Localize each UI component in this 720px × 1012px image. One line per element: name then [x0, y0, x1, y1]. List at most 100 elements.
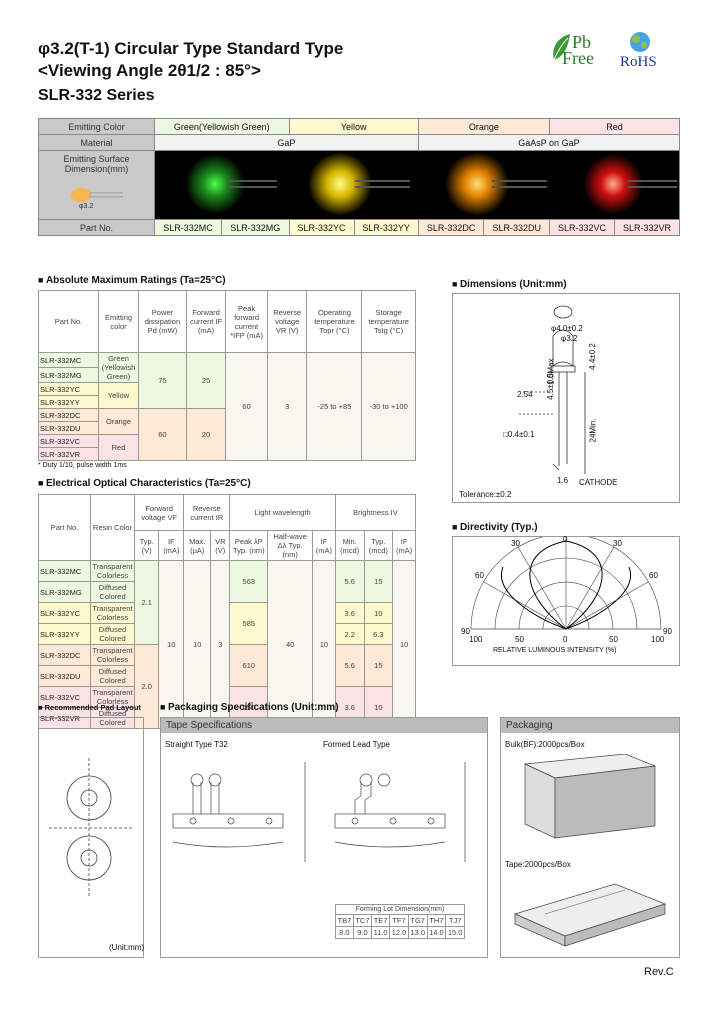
forming-value: 9.0: [352, 926, 373, 939]
tstg-cell: -30 to +100: [361, 352, 416, 461]
resin-cell: Transparent Colorless: [90, 560, 135, 582]
dimensions-title: Dimensions (Unit:mm): [452, 279, 567, 290]
dim-label: φ4.0±0.2: [551, 324, 583, 333]
sub-header: Typ. (V): [133, 530, 160, 561]
col-header: Forward current IF (mA): [185, 290, 227, 353]
if3-cell: 10: [392, 560, 416, 729]
axis-tick: 100: [469, 635, 483, 644]
dimension-label: φ3.2: [79, 203, 94, 210]
row-label: Part No.: [38, 219, 155, 236]
forming-code: TE7: [371, 914, 391, 927]
tolerance-label: Tolerance:±0.2: [459, 490, 512, 499]
logo-rohs: RoHS: [620, 54, 657, 70]
forming-title: Forming Lot Dimension(mm): [335, 904, 465, 915]
dim-label: 4.5±0.5: [545, 373, 555, 400]
page-subtitle: <Viewing Angle 2θ1/2 : 85°>: [38, 61, 261, 80]
abs-max-title: Absolute Maximum Ratings (Ta=25°C): [38, 275, 226, 286]
color-cell: Orange: [417, 118, 551, 135]
resin-cell: Transparent Colorless: [90, 644, 135, 666]
abs-max-table: Part No. Emitting color Power dissipatio…: [38, 290, 416, 469]
group-header: Brightness IV: [334, 494, 417, 531]
group-header: Forward voltage VF: [133, 494, 185, 531]
material-cell: GaP: [154, 134, 419, 151]
forming-value: 13.0: [407, 926, 428, 939]
part-cell: SLR-332YC: [38, 382, 99, 396]
dim-label: □0.4±0.1: [503, 430, 535, 439]
col-header: Peak forward current *IFP (mA): [225, 290, 268, 353]
part-cell: SLR-332MC: [38, 560, 91, 582]
part-cell: SLR-332YC: [38, 602, 91, 624]
part-cell: SLR-332DC: [38, 408, 99, 422]
logo-free: Free: [562, 48, 594, 68]
dim-label: 1.6: [557, 476, 569, 485]
forming-value: 8.0: [335, 926, 354, 939]
part-no-cell: SLR-332MC: [154, 219, 222, 236]
col-header: Storage temperature Tstg (°C): [361, 290, 416, 353]
sub-header: Typ. (mcd): [363, 530, 394, 561]
color-cell: Green(Yellowish Green): [154, 118, 290, 135]
directivity-title: Directivity (Typ.): [452, 522, 538, 533]
angle-label: 90: [663, 627, 672, 636]
col-header: Resin Color: [90, 494, 135, 561]
led-image: [71, 188, 123, 202]
resin-cell: Diffused Colored: [90, 707, 135, 729]
color-cell: Yellow: [288, 118, 419, 135]
led-photo-strip: [154, 150, 680, 220]
part-no-cell: SLR-332YC: [288, 219, 355, 236]
vf-cell: 2.1: [133, 560, 160, 645]
part-cell: SLR-332MC: [38, 352, 99, 368]
part-cell: SLR-332VC: [38, 434, 99, 448]
color-cell: Red: [549, 118, 680, 135]
min-cell: 2.2: [334, 623, 365, 645]
dim-label: 24Min.: [588, 418, 598, 443]
tape-spec-panel: Tape Specifications Straight Type T32 Fo…: [160, 717, 488, 958]
forming-value: 12.0: [389, 926, 409, 939]
part-cell: SLR-332MG: [38, 581, 91, 603]
tape-spec-head: Tape Specifications: [161, 718, 487, 733]
part-cell: SLR-332DU: [38, 421, 99, 435]
typ-cell: 15: [363, 560, 394, 603]
pad-svg: [49, 758, 133, 898]
angle-label: 30: [511, 539, 520, 548]
axis-tick: 100: [651, 635, 665, 644]
tape-box-drawing: [513, 883, 667, 947]
angle-label: 30: [613, 539, 622, 548]
part-cell: SLR-332YY: [38, 395, 99, 409]
leaf-icon: [553, 32, 650, 61]
bulk-label: Bulk(BF):2000pcs/Box: [505, 740, 585, 749]
color-cell: Orange: [98, 408, 139, 435]
row-label-text: Emitting Surface Dimension(mm): [63, 154, 130, 174]
sub-header: IF (mA): [312, 530, 336, 561]
group-header: Light wavelength: [229, 494, 336, 531]
part-no-cell: SLR-332VR: [614, 219, 680, 236]
min-cell: 5.6: [334, 644, 365, 687]
resin-cell: Diffused Colored: [90, 665, 135, 687]
col-header: Emitting color: [98, 290, 139, 353]
straight-label: Straight Type T32: [165, 740, 228, 749]
forming-code: TB7: [335, 914, 354, 927]
page-title: φ3.2(T-1) Circular Type Standard Type: [38, 39, 344, 58]
dim-label: CATHODE: [579, 478, 618, 487]
dim-label: 4.4±0.2: [587, 343, 597, 370]
part-cell: SLR-332DC: [38, 644, 91, 666]
typ-cell: 6.3: [363, 623, 394, 645]
angle-label: 60: [649, 571, 658, 580]
forming-value: 14.0: [426, 926, 447, 939]
part-cell: SLR-332DU: [38, 665, 91, 687]
dim-label: φ3.2: [561, 334, 578, 343]
part-cell: SLR-332VR: [38, 447, 99, 461]
part-cell: SLR-332YY: [38, 623, 91, 645]
led-photos: [185, 152, 677, 216]
pad-layout: (Unit:mm): [38, 717, 144, 958]
forming-value: 15.0: [445, 926, 465, 939]
peak-cell: 610: [229, 644, 269, 687]
min-cell: 3.6: [334, 602, 365, 624]
vr-cell: 3: [210, 560, 231, 729]
forming-code: TF7: [389, 914, 409, 927]
axis-tick: 50: [515, 635, 524, 644]
resin-cell: Diffused Colored: [90, 623, 135, 645]
overview-table: Emitting Color Green(Yellowish Green) Ye…: [38, 118, 681, 236]
group-header: Reverse current IR: [183, 494, 231, 531]
dimensions-drawing: φ4.0±0.2 φ3.2 1.0Max. 4.4±0.2 2.54 4.5±0…: [452, 293, 680, 503]
resin-cell: Transparent Colorless: [90, 602, 135, 624]
